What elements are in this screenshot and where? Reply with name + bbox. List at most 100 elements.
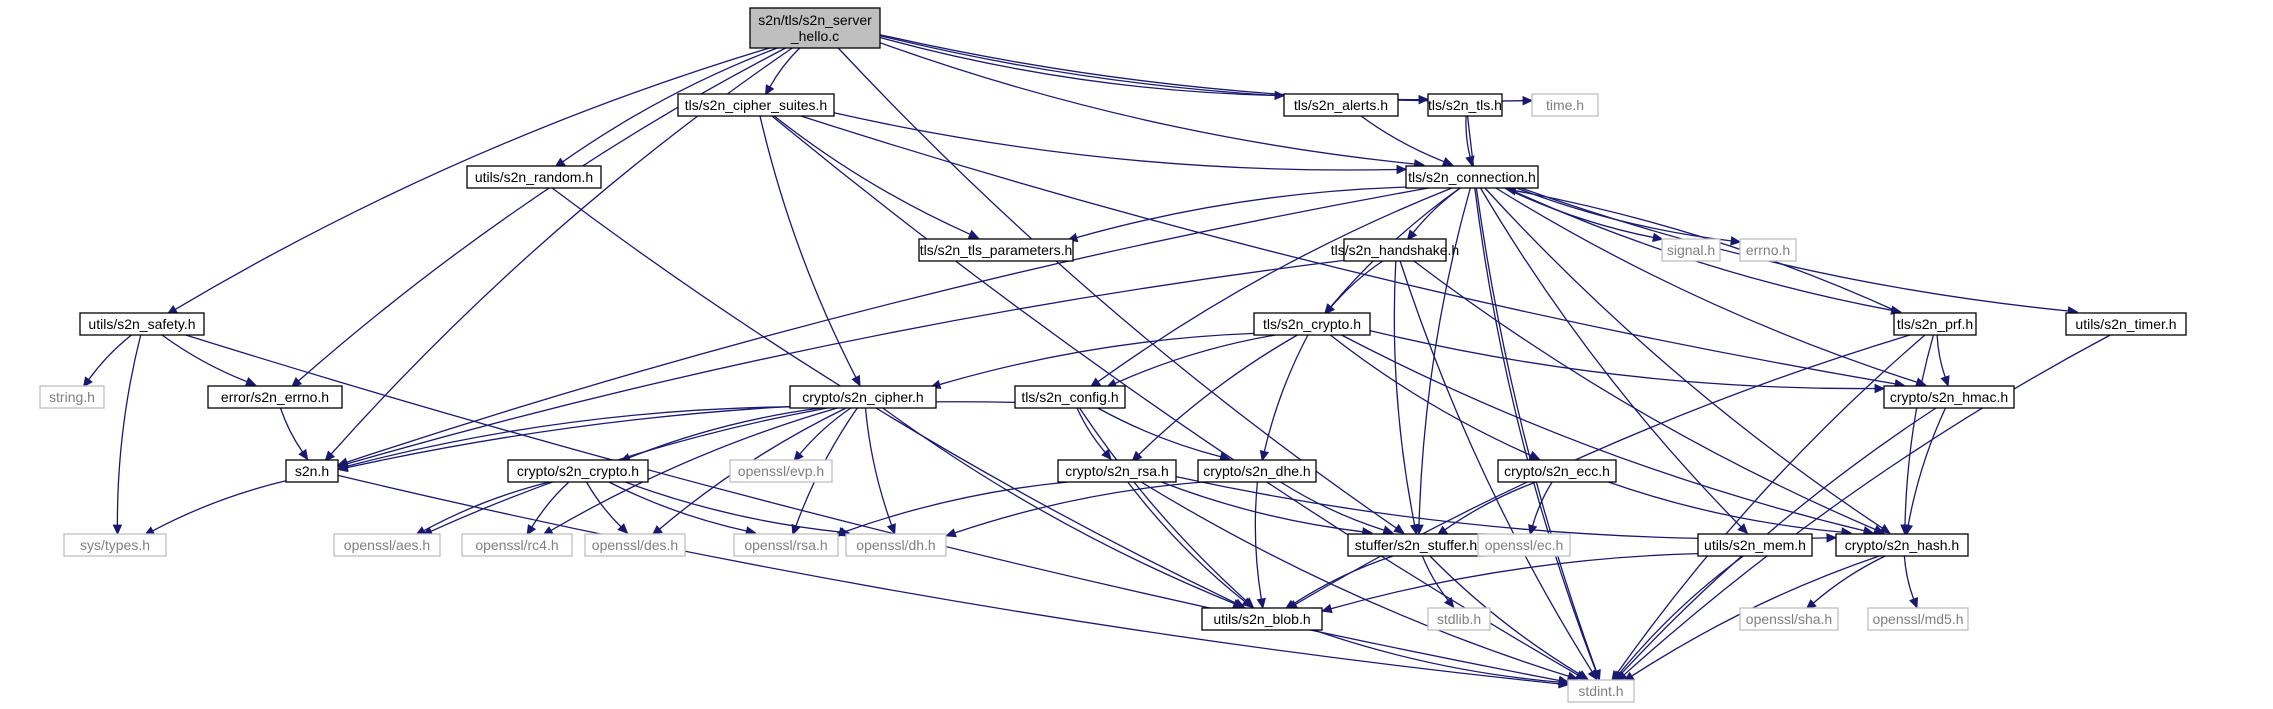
node-box	[1405, 165, 1539, 189]
edge-line	[1076, 407, 1106, 453]
node-box	[1739, 238, 1797, 262]
node-dhe[interactable]: crypto/s2n_dhe.h	[1197, 459, 1317, 483]
node-box	[1477, 533, 1571, 557]
node-timer[interactable]: utils/s2n_timer.h	[2065, 312, 2187, 336]
arrowhead	[1826, 533, 1838, 543]
node-box	[1197, 459, 1317, 483]
node-label: tls/s2n_alerts.h	[1294, 97, 1388, 113]
node-tls[interactable]: tls/s2n_tls.h	[1427, 93, 1503, 117]
node-stuffer[interactable]: stuffer/s2n_stuffer.h	[1347, 533, 1485, 557]
edge-line	[1076, 186, 1407, 239]
arrowhead	[1131, 450, 1143, 462]
edge-line	[1161, 481, 1363, 533]
arrowhead	[1256, 597, 1266, 610]
node-openssl_dh: openssl/dh.h	[845, 533, 947, 557]
node-s2n_errno[interactable]: error/s2n_errno.h	[207, 385, 343, 409]
edge-line	[879, 35, 1420, 101]
edge-line	[833, 112, 1398, 171]
node-rsa[interactable]: crypto/s2n_rsa.h	[1057, 459, 1177, 483]
node-random[interactable]: utils/s2n_random.h	[466, 165, 602, 189]
arrowhead	[1652, 232, 1664, 243]
node-hash[interactable]: crypto/s2n_hash.h	[1835, 533, 1969, 557]
node-root[interactable]: s2n/tls/s2n_server_hello.c	[749, 7, 881, 49]
node-alerts[interactable]: tls/s2n_alerts.h	[1283, 93, 1399, 117]
edge-line	[1138, 334, 1298, 456]
edge-line	[1812, 555, 1886, 604]
node-label: tls/s2n_cipher_suites.h	[685, 97, 827, 113]
edge-line	[879, 34, 1524, 102]
node-crypto_tls[interactable]: tls/s2n_crypto.h	[1253, 312, 1371, 336]
node-config[interactable]: tls/s2n_config.h	[1014, 385, 1126, 409]
node-stdlib: stdlib.h	[1427, 607, 1491, 631]
edge-line	[1292, 555, 1394, 605]
include-edge-crypto_tls-to-config	[1105, 334, 1276, 388]
node-mem[interactable]: utils/s2n_mem.h	[1697, 533, 1813, 557]
node-box	[749, 7, 881, 49]
arrowhead	[337, 462, 349, 473]
node-label: utils/s2n_safety.h	[88, 316, 195, 332]
arrowhead	[1396, 164, 1408, 175]
edge-line	[843, 481, 1068, 533]
include-edge-config-to-blob	[1078, 407, 1255, 609]
node-label: utils/s2n_timer.h	[2075, 316, 2176, 332]
arrowhead	[967, 229, 980, 239]
node-s2n[interactable]: s2n.h	[285, 459, 339, 483]
node-cipher[interactable]: crypto/s2n_cipher.h	[789, 385, 937, 409]
node-ecc[interactable]: crypto/s2n_ecc.h	[1497, 459, 1617, 483]
node-crypto_crypto[interactable]: crypto/s2n_crypto.h	[507, 459, 649, 483]
node-label: tls/s2n_tls.h	[1428, 97, 1502, 113]
include-edge-crypto_tls-to-cipher	[929, 332, 1255, 389]
node-box	[677, 93, 835, 117]
edge-line	[1280, 481, 1385, 531]
node-label: openssl/md5.h	[1872, 611, 1963, 627]
include-edge-connection-to-hmac	[1495, 187, 1927, 387]
node-evp: openssl/evp.h	[729, 459, 833, 483]
node-label: openssl/dh.h	[856, 537, 935, 553]
node-box	[789, 385, 937, 409]
node-cipher_suites[interactable]: tls/s2n_cipher_suites.h	[677, 93, 835, 117]
edge-line	[1341, 334, 1865, 532]
arrowhead	[1528, 450, 1541, 460]
node-label: sys/types.h	[80, 537, 150, 553]
node-label: stdint.h	[1578, 683, 1623, 699]
node-label: _hello.c	[790, 28, 839, 44]
arrowhead	[1241, 597, 1253, 608]
node-box	[1697, 533, 1813, 557]
node-hmac[interactable]: crypto/s2n_hmac.h	[1883, 385, 2015, 409]
node-box	[1497, 459, 1617, 483]
include-edge-ecc-to-openssl_ec	[1528, 481, 1553, 536]
node-label: crypto/s2n_rsa.h	[1065, 463, 1169, 479]
node-prf[interactable]: tls/s2n_prf.h	[1893, 312, 1977, 336]
edge-line	[879, 42, 1415, 165]
edge-line	[346, 187, 1429, 463]
node-label: error/s2n_errno.h	[221, 389, 329, 405]
node-handshake[interactable]: tls/s2n_handshake.h	[1331, 238, 1459, 262]
node-label: tls/s2n_connection.h	[1408, 169, 1536, 185]
arrowhead	[1393, 523, 1405, 534]
edge-line	[1618, 555, 1744, 675]
node-connection[interactable]: tls/s2n_connection.h	[1405, 165, 1539, 189]
node-blob[interactable]: utils/s2n_blob.h	[1201, 607, 1323, 631]
include-edge-safety-to-s2n_errno	[161, 334, 257, 386]
edge-line	[585, 481, 622, 528]
include-edge-hmac-to-hash	[1903, 407, 1947, 536]
arrowhead	[1879, 523, 1891, 534]
node-safety[interactable]: utils/s2n_safety.h	[79, 312, 205, 336]
edge-line	[1466, 115, 1598, 672]
edge-line	[1097, 187, 1453, 383]
edge-line	[954, 481, 1204, 534]
include-edge-connection-to-hash	[1484, 187, 1891, 534]
edge-line	[1369, 329, 1876, 390]
include-edge-cipher-to-crypto_crypto	[619, 407, 821, 463]
node-stdint: stdint.h	[1567, 679, 1635, 703]
edge-line	[769, 47, 801, 88]
arrowhead	[945, 528, 957, 538]
edge-line	[1399, 260, 1593, 673]
edge-line	[1313, 629, 1560, 683]
node-tls_params[interactable]: tls/s2n_tls_parameters.h	[918, 238, 1074, 262]
edge-line	[116, 334, 142, 526]
edge-line	[1936, 334, 1946, 378]
edge-line	[1140, 481, 1569, 677]
node-label: tls/s2n_prf.h	[1897, 316, 1973, 332]
include-edge-blob-to-stdint	[1313, 629, 1570, 687]
